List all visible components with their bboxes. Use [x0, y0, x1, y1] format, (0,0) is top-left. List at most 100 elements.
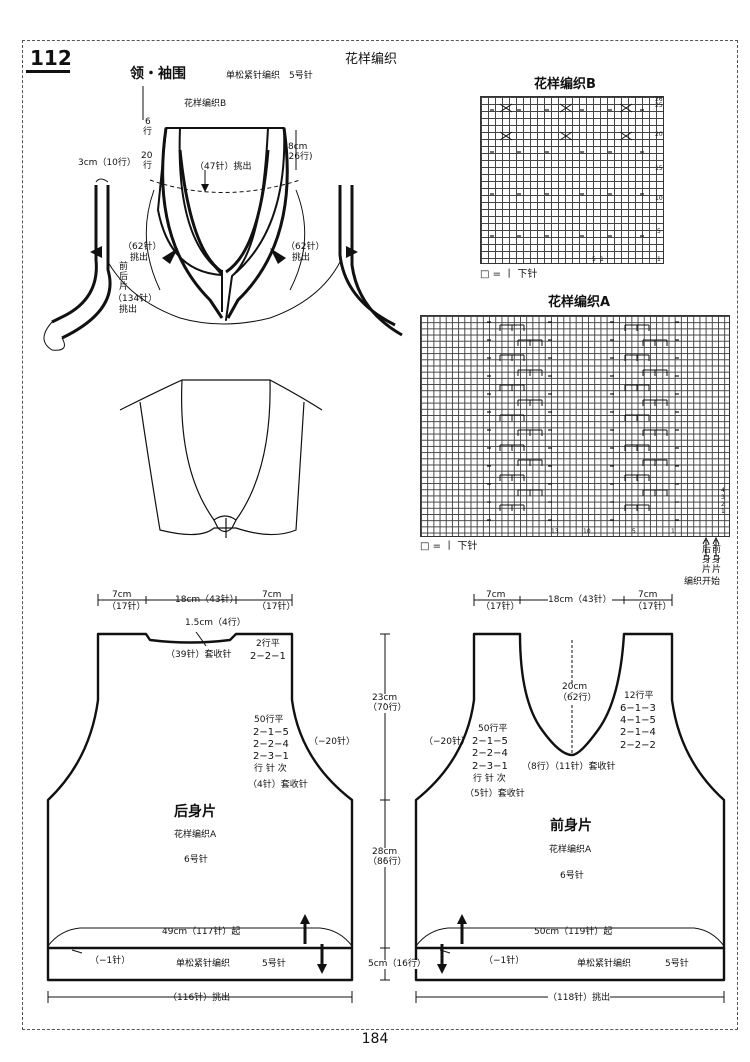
back-top-left-sts: （17针） [107, 602, 146, 612]
pattern-a-start-label: 编织开始 [684, 577, 721, 587]
pattern-a-col-1: 1 [671, 528, 675, 535]
back-dec-c: 2−3−1 [253, 751, 289, 762]
back-hem-width: 49cm（117针）起 [162, 927, 241, 937]
pattern-a-row-2: 2 [721, 501, 725, 508]
front-bind-5: （5针）套收针 [465, 789, 525, 799]
back-top-left-cm: 7cm [112, 590, 132, 600]
back-bind-4: （4针）套收针 [248, 780, 308, 790]
front-pattern: 花样编织A [549, 845, 592, 855]
back-pickup: （116针）挑出 [168, 993, 231, 1003]
pattern-a-start-front-3: 片 [712, 565, 722, 575]
front-top-left-sts: （17针） [481, 602, 520, 612]
front-neck-depth-rows: （62行） [558, 693, 597, 703]
collar-pattern-b-label: 花样编织B [184, 99, 227, 109]
pattern-a-grid [420, 315, 730, 537]
collar-rows-6: 6 [145, 117, 151, 127]
back-dec-1: 2−2−1 [250, 651, 286, 662]
back-needle: 6号针 [184, 855, 208, 865]
back-pattern: 花样编织A [174, 830, 217, 840]
height-28cm: 28cm [372, 847, 398, 857]
front-neck-dec-b: 4−1−5 [620, 715, 656, 726]
front-dec-a: 2−1−5 [472, 736, 508, 747]
back-top-mid: 18cm（43针） [175, 595, 239, 605]
front-dec-header: 行 针 次 [473, 774, 506, 784]
front-neck-dec-a: 6−1−3 [620, 703, 656, 714]
pattern-b-row-20: 20 [655, 131, 663, 138]
back-rib-needle: 5号针 [262, 959, 286, 969]
pattern-a-row-4: 4 [721, 487, 725, 494]
pattern-a-title: 花样编织A [548, 295, 611, 310]
collar-top-right-rows: (26行) [285, 152, 313, 162]
front-neck-dec-d: 2−2−2 [620, 740, 656, 751]
back-bind-off: （39针）套收针 [166, 650, 232, 660]
pattern-a-start-back-3: 片 [702, 565, 712, 575]
front-dec-c: 2−3−1 [472, 761, 508, 772]
collar-rows-20-unit: 行 [143, 161, 153, 171]
collar-front-back-1: 前 [119, 262, 129, 272]
collar-pickup-left: （62针） [123, 242, 162, 252]
pattern-a-row-3: 3 [721, 494, 725, 501]
collar-front-back-3: 片 [119, 282, 129, 292]
height-70-rows: （70行） [368, 703, 407, 713]
back-dec-b: 2−2−4 [253, 739, 289, 750]
front-side-dec: （−20针） [424, 737, 470, 747]
pattern-b-row-1: 1 [657, 256, 661, 263]
back-side-dec: （−20针） [309, 737, 355, 747]
pattern-a-start-front-1: 前 [712, 545, 722, 555]
pattern-b-col-1: 1 [600, 256, 604, 263]
pattern-a-start-back-1: 后 [702, 545, 712, 555]
collar-front-back-2: 后 [119, 272, 129, 282]
pattern-a-legend: □ = 丨 下针 [420, 541, 478, 552]
collar-top-right: 8cm [288, 142, 308, 152]
pattern-b-col-5: 5 [592, 256, 596, 263]
front-bind-8: （8行） [522, 762, 555, 772]
front-needle: 6号针 [560, 871, 584, 881]
page-frame [22, 40, 738, 1030]
collar-pickup-center: （47针）挑出 [195, 162, 252, 172]
front-neck-depth: 20cm [562, 682, 588, 692]
back-dec-a: 2−1−5 [253, 727, 289, 738]
pattern-b-row-15: 15 [655, 165, 663, 172]
pattern-b-title: 花样编织B [534, 77, 596, 92]
front-hem-width: 50cm（119针）起 [534, 927, 613, 937]
front-rib: 单松紧针编织 [577, 959, 632, 969]
front-rows-50: 50行平 [478, 724, 508, 734]
collar-left-cm: 3cm（10行） [78, 158, 136, 168]
pattern-b-grid [480, 96, 664, 264]
collar-pickup-left-2: 挑出 [130, 253, 149, 263]
height-86-rows: （86行） [368, 857, 407, 867]
collar-pickup-right: （62针） [286, 242, 325, 252]
front-piece-name: 前身片 [550, 818, 592, 834]
pattern-b-row-26: 26 [655, 96, 663, 103]
back-rows-50: 50行平 [254, 715, 284, 725]
pattern-a-col-10: 10 [583, 528, 591, 535]
front-bind-11: （11针）套收针 [550, 762, 616, 772]
pattern-b-legend: □ = 丨 下针 [480, 269, 538, 280]
back-top-right-cm: 7cm [262, 590, 282, 600]
pattern-b-row-25: 25 [655, 102, 663, 109]
back-rib: 单松紧针编织 [176, 959, 231, 969]
collar-rows-20: 20 [141, 151, 153, 161]
front-dec-b: 2−2−4 [472, 748, 508, 759]
front-pickup: （118针）挑出 [548, 993, 611, 1003]
front-top-right-sts: （17针） [633, 602, 672, 612]
page-footer-number: 184 [361, 1031, 389, 1047]
collar-front-back-5: 挑出 [119, 305, 138, 315]
collar-rows-6-unit: 行 [143, 127, 153, 137]
collar-front-back-4: （134针） [113, 294, 158, 304]
pattern-a-start-front-2: 身 [712, 555, 722, 565]
front-top-mid: 18cm（43针） [548, 595, 612, 605]
pattern-b-row-5: 5 [657, 228, 661, 235]
collar-subtitle: 单松紧针编织 5号针 [226, 71, 313, 81]
back-neck: 1.5cm（4行） [185, 618, 246, 628]
front-neck-dec-c: 2−1−4 [620, 727, 656, 738]
back-hem-dec: （−1针） [90, 956, 131, 966]
page-number: 112 [30, 46, 72, 70]
back-rows-2: 2行平 [256, 639, 280, 649]
pattern-a-row-1: 1 [721, 508, 725, 515]
pattern-a-col-13: 13 [551, 528, 559, 535]
height-23cm: 23cm [372, 693, 398, 703]
